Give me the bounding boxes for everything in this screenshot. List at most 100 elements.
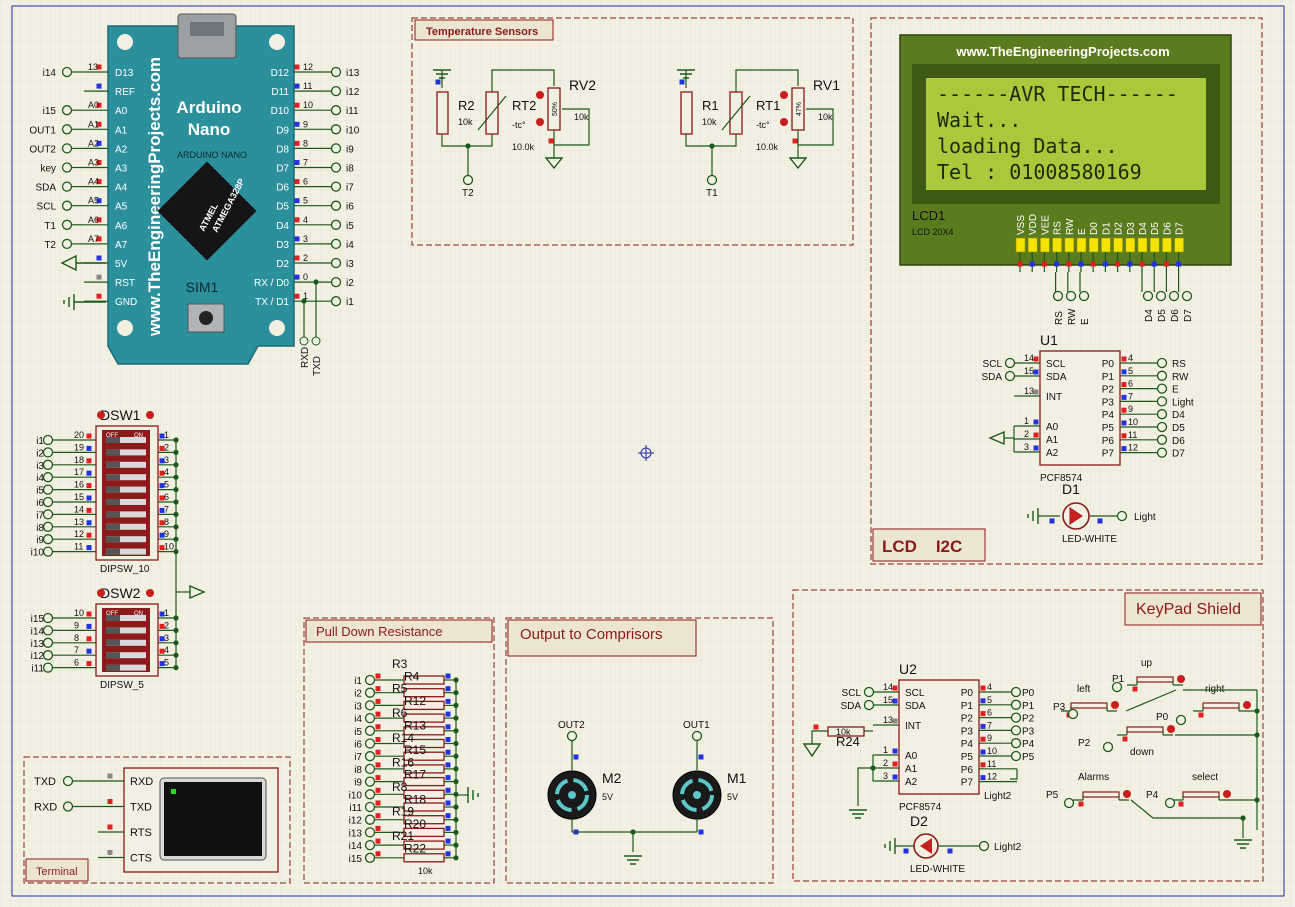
pulldown-terminal-14[interactable]	[364, 852, 376, 863]
lcd-net-terminal-D7[interactable]	[1181, 290, 1193, 302]
button-net-terminal-0[interactable]	[1111, 681, 1123, 693]
pulldown-terminal-13[interactable]	[364, 839, 376, 851]
pulldown-terminal-10[interactable]	[364, 801, 376, 813]
ard-right-terminal-2[interactable]	[330, 105, 342, 116]
dip-terminal-5[interactable]	[42, 496, 54, 508]
terminal-net-terminal-1[interactable]	[62, 801, 74, 812]
dip-terminal-1[interactable]	[42, 625, 54, 636]
keypad-shield[interactable]: U2PCF8574SCL14SDA15INT13A01A12A23SCLSDAP…	[802, 658, 1260, 875]
button-down[interactable]	[1126, 726, 1164, 733]
button-up[interactable]	[1136, 676, 1174, 683]
pulldown-terminal-12[interactable]	[364, 827, 376, 838]
button-net-terminal-4[interactable]	[1063, 797, 1075, 809]
u2-right-terminal-2[interactable]	[1010, 712, 1022, 723]
dip-terminal-4[interactable]	[42, 662, 54, 673]
txd-terminal[interactable]	[311, 336, 321, 346]
u2-right-terminal-3[interactable]	[1010, 725, 1022, 736]
dip-terminal-3[interactable]	[42, 650, 54, 661]
ard-right-terminal-0[interactable]	[330, 66, 342, 78]
dip-terminal-8[interactable]	[42, 534, 54, 545]
sensor-net-terminal[interactable]	[462, 174, 474, 186]
sensor-net-terminal[interactable]	[706, 174, 718, 186]
ard-right-terminal-4[interactable]	[330, 143, 342, 154]
dip-lever-7[interactable]	[106, 523, 146, 530]
button-net-terminal-5[interactable]	[1164, 797, 1176, 809]
dip-terminal-4[interactable]	[42, 484, 54, 495]
ard-right-terminal-3[interactable]	[330, 124, 342, 135]
lcd-net-terminal-D6[interactable]	[1168, 290, 1180, 302]
u2-right-terminal-5[interactable]	[1010, 750, 1022, 762]
dip-lever-0[interactable]	[106, 615, 146, 621]
button-select[interactable]	[1182, 791, 1220, 798]
ard-left-terminal-8[interactable]	[61, 219, 73, 230]
pulldown-terminal-11[interactable]	[364, 814, 376, 825]
button-right[interactable]	[1202, 702, 1240, 709]
ard-right-terminal-11[interactable]	[330, 276, 342, 288]
u1-right-terminal-3[interactable]	[1156, 396, 1168, 407]
ard-left-terminal-4[interactable]	[61, 143, 73, 154]
pulldown-terminal-6[interactable]	[364, 751, 376, 762]
sensor-fixed-resistor[interactable]	[436, 91, 449, 135]
reset-button[interactable]	[199, 311, 213, 325]
lcd-net-terminal-D4[interactable]	[1142, 290, 1154, 302]
dip-lever-3[interactable]	[106, 474, 146, 481]
dip-terminal-7[interactable]	[42, 521, 54, 532]
dip-terminal-0[interactable]	[42, 434, 54, 446]
dip-terminal-9[interactable]	[42, 546, 54, 557]
pcf-left-terminal-1[interactable]	[1004, 370, 1016, 382]
pulldown-terminal-7[interactable]	[364, 763, 376, 775]
pulldown-terminal-5[interactable]	[364, 738, 376, 749]
motor-net-terminal[interactable]	[691, 730, 703, 742]
dip-lever-5[interactable]	[106, 499, 146, 505]
pcf-left-terminal-0[interactable]	[1004, 357, 1016, 369]
ard-left-terminal-0[interactable]	[61, 66, 73, 78]
u1-pcf8574[interactable]: U1PCF8574SCL14SDA15INT13A01A12A23SCLSDAP…	[981, 332, 1193, 484]
dip-terminal-3[interactable]	[42, 472, 54, 483]
u1-right-terminal-1[interactable]	[1156, 370, 1168, 381]
pcf8574-body[interactable]	[898, 679, 980, 795]
pulldown-terminal-2[interactable]	[364, 700, 376, 711]
dip-terminal-2[interactable]	[42, 637, 54, 648]
u1-right-terminal-4[interactable]	[1156, 409, 1168, 420]
lcd-net-terminal-E[interactable]	[1078, 290, 1090, 302]
ard-right-terminal-10[interactable]	[330, 257, 342, 269]
dip-lever-2[interactable]	[106, 639, 146, 646]
u2-right-terminal-4[interactable]	[1010, 738, 1022, 749]
arduino-nano[interactable]: www.TheEngineeringProjects.com Arduino N…	[29, 13, 360, 376]
ard-left-terminal-2[interactable]	[61, 105, 73, 116]
dip-lever-8[interactable]	[106, 536, 146, 543]
u1-right-terminal-2[interactable]	[1156, 383, 1168, 394]
u2-right-terminal-0[interactable]	[1010, 686, 1022, 698]
ard-right-terminal-9[interactable]	[330, 238, 342, 250]
dip-terminal-0[interactable]	[42, 612, 54, 624]
ard-left-terminal-5[interactable]	[61, 162, 73, 173]
button-left[interactable]	[1070, 702, 1108, 709]
dip-lever-1[interactable]	[106, 627, 146, 634]
motor-net-terminal[interactable]	[566, 730, 578, 742]
u1-right-terminal-7[interactable]	[1156, 447, 1168, 458]
lcd-screen[interactable]	[926, 78, 1206, 190]
ard-right-terminal-7[interactable]	[330, 200, 342, 211]
dip-lever-2[interactable]	[106, 461, 146, 468]
lcd-net-terminal-D5[interactable]	[1155, 290, 1167, 302]
dip-lever-1[interactable]	[106, 449, 146, 456]
ard-left-terminal-7[interactable]	[61, 200, 73, 211]
ard-right-terminal-6[interactable]	[330, 181, 342, 192]
u1-right-terminal-0[interactable]	[1156, 357, 1168, 369]
button-net-terminal-3[interactable]	[1102, 741, 1114, 753]
dip-lever-6[interactable]	[106, 511, 146, 518]
button-net-terminal-1[interactable]	[1067, 708, 1079, 720]
lcd-net-terminal-RW[interactable]	[1065, 290, 1077, 302]
terminal-net-terminal-0[interactable]	[62, 775, 74, 787]
d1-net-terminal[interactable]	[1116, 510, 1128, 522]
pcf8574-body[interactable]	[1039, 350, 1121, 466]
ard-right-terminal-5[interactable]	[330, 162, 342, 173]
ard-right-terminal-8[interactable]	[330, 219, 342, 230]
dip-terminal-6[interactable]	[42, 509, 54, 520]
button-net-terminal-2[interactable]	[1175, 714, 1187, 726]
pcf-left-terminal-1[interactable]	[863, 699, 875, 711]
pulldown-terminal-1[interactable]	[364, 687, 376, 698]
